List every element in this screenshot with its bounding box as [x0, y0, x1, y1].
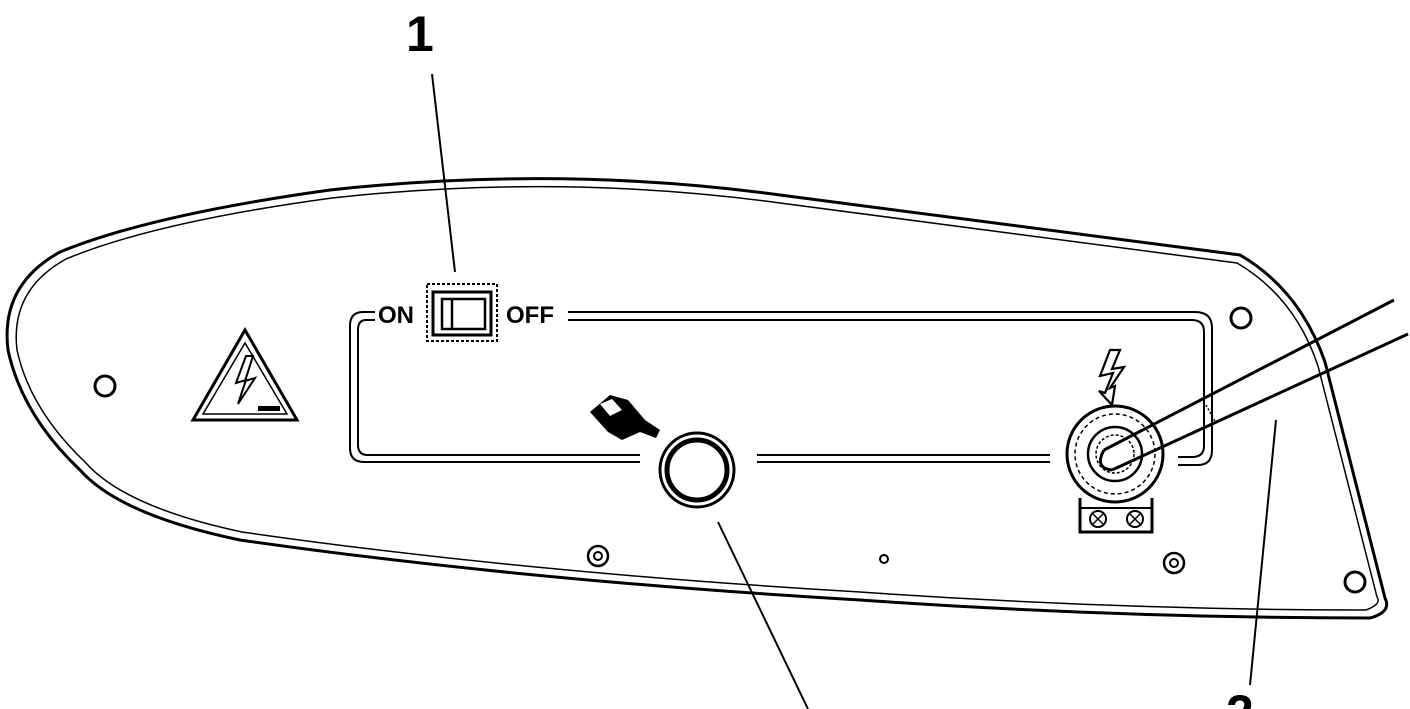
plug-icon: [590, 395, 660, 440]
leader-line-socket: [717, 521, 809, 709]
panel-groove: [349, 311, 1213, 466]
mounting-holes: [93, 306, 1367, 594]
gland-screw-left: [1089, 510, 1107, 528]
gland-screw-right: [1126, 510, 1144, 528]
high-voltage-warning-icon: [190, 327, 300, 422]
screw-left: [586, 544, 610, 568]
switch-off-label: OFF: [506, 302, 554, 329]
power-cable: [1098, 298, 1409, 472]
callout-number-2: 2: [1226, 685, 1254, 709]
screw-center: [879, 554, 889, 564]
mounting-hole-top-right: [1229, 306, 1253, 330]
callout-number-1: 1: [406, 6, 434, 62]
screw-right: [1162, 551, 1186, 575]
mounting-hole-bottom-right: [1343, 570, 1367, 594]
cable-gland: [1065, 404, 1165, 534]
lightning-bolt-icon: [1098, 348, 1127, 408]
leader-line-switch: [431, 73, 456, 273]
mounting-hole-left: [93, 374, 117, 398]
switch-on-label: ON: [378, 302, 414, 329]
leader-lines: [431, 73, 1277, 709]
panel-outline: [5, 177, 1389, 620]
power-switch[interactable]: [426, 283, 498, 342]
leader-line-cable: [1249, 419, 1277, 686]
round-socket-button[interactable]: [658, 431, 736, 509]
screws: [586, 544, 1186, 575]
